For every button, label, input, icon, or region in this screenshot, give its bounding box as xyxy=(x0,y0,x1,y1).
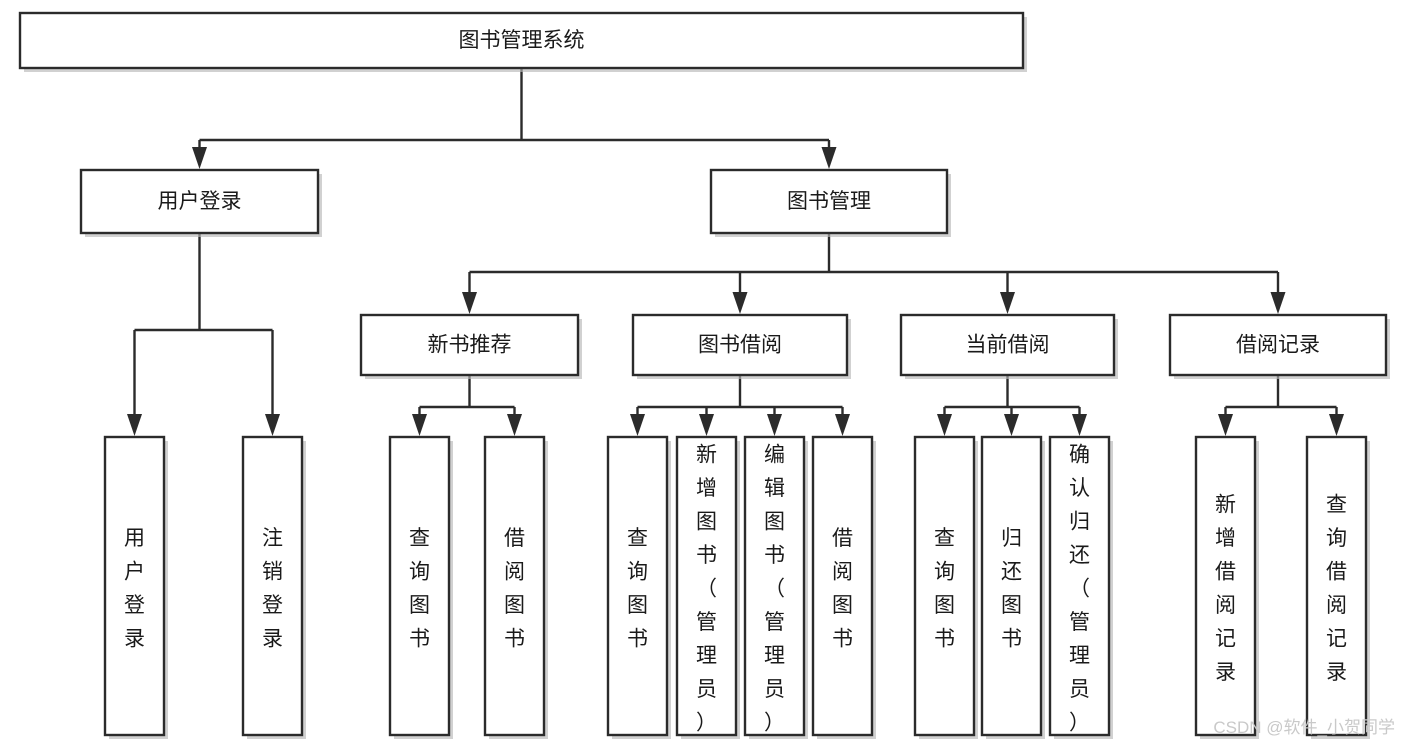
node-label: 图书借阅 xyxy=(698,334,782,357)
node-label: 查询图书 xyxy=(934,527,955,651)
node-label: 查询借阅记录 xyxy=(1326,494,1347,685)
node-box[interactable] xyxy=(709,168,949,235)
arrow-head-leaf-user-logout xyxy=(265,414,280,436)
node-box[interactable] xyxy=(388,435,451,737)
arrow-head-leaf-edit-book xyxy=(767,414,782,436)
node-current-borrow[interactable]: 当前借阅 xyxy=(899,313,1118,379)
node-book-borrow[interactable]: 图书借阅 xyxy=(631,313,851,379)
arrow-head-user-login xyxy=(192,147,207,169)
node-box[interactable] xyxy=(1168,313,1388,377)
node-label: 查询图书 xyxy=(409,527,430,651)
node-leaf-query-book-2[interactable]: 查询图书 xyxy=(606,435,671,739)
csdn-watermark: CSDN @软件_小贺同学 xyxy=(1213,718,1395,737)
node-label: 用户登录 xyxy=(158,190,242,213)
arrow-head-leaf-add-record xyxy=(1218,414,1233,436)
node-box[interactable] xyxy=(675,435,738,737)
node-leaf-user-login[interactable]: 用户登录 xyxy=(103,435,168,739)
node-leaf-add-book[interactable]: 新增图书（管理员） xyxy=(675,435,740,739)
node-leaf-borrow-book-2[interactable]: 借阅图书 xyxy=(811,435,876,739)
node-new-book-rec[interactable]: 新书推荐 xyxy=(359,313,582,379)
node-book-manage[interactable]: 图书管理 xyxy=(709,168,951,237)
node-box[interactable] xyxy=(631,313,849,377)
node-box[interactable] xyxy=(606,435,669,737)
node-label: 图书管理系统 xyxy=(459,29,585,52)
node-layer: 图书管理系统用户登录图书管理新书推荐图书借阅当前借阅借阅记录用户登录注销登录查询… xyxy=(18,11,1390,739)
node-borrow-record[interactable]: 借阅记录 xyxy=(1168,313,1390,379)
node-label: 新增图书（管理员） xyxy=(696,443,717,734)
node-label: 编辑图书（管理员） xyxy=(764,443,785,734)
node-user-login[interactable]: 用户登录 xyxy=(79,168,322,237)
node-box[interactable] xyxy=(1194,435,1257,737)
node-box[interactable] xyxy=(1305,435,1368,737)
node-label: 查询图书 xyxy=(627,527,648,651)
arrow-head-leaf-query-record xyxy=(1329,414,1344,436)
node-leaf-return-book[interactable]: 归还图书 xyxy=(980,435,1045,739)
node-label: 借阅图书 xyxy=(832,527,853,651)
arrow-head-leaf-borrow-book-2 xyxy=(835,414,850,436)
node-box[interactable] xyxy=(483,435,546,737)
node-box[interactable] xyxy=(241,435,304,737)
node-box[interactable] xyxy=(811,435,874,737)
node-label: 用户登录 xyxy=(124,527,145,651)
arrow-head-current-borrow xyxy=(1000,292,1015,314)
arrow-head-leaf-return-book xyxy=(1004,414,1019,436)
arrow-head-borrow-record xyxy=(1270,292,1286,314)
arrow-head-leaf-confirm-return xyxy=(1072,414,1087,436)
node-label: 借阅图书 xyxy=(504,527,525,651)
node-root[interactable]: 图书管理系统 xyxy=(18,11,1027,72)
arrow-head-leaf-query-book-3 xyxy=(937,414,952,436)
node-box[interactable] xyxy=(103,435,166,737)
arrow-head-leaf-query-book-2 xyxy=(630,414,645,436)
node-box[interactable] xyxy=(18,11,1025,70)
node-leaf-edit-book[interactable]: 编辑图书（管理员） xyxy=(743,435,808,739)
node-label: 注销登录 xyxy=(262,527,283,651)
node-box[interactable] xyxy=(743,435,806,737)
node-leaf-borrow-book-1[interactable]: 借阅图书 xyxy=(483,435,548,739)
node-box[interactable] xyxy=(79,168,320,235)
arrow-head-book-borrow xyxy=(732,292,748,314)
node-leaf-query-book-3[interactable]: 查询图书 xyxy=(913,435,978,739)
node-leaf-query-record[interactable]: 查询借阅记录 xyxy=(1305,435,1370,739)
node-leaf-query-book-1[interactable]: 查询图书 xyxy=(388,435,453,739)
arrow-head-new-book-rec xyxy=(462,292,477,314)
arrow-head-leaf-user-login xyxy=(127,414,142,436)
node-label: 当前借阅 xyxy=(966,334,1050,357)
node-leaf-add-record[interactable]: 新增借阅记录 xyxy=(1194,435,1259,739)
node-label: 归还图书 xyxy=(1001,527,1022,651)
node-box[interactable] xyxy=(1048,435,1111,737)
arrow-head-leaf-add-book xyxy=(699,414,714,436)
arrow-head-leaf-query-book-1 xyxy=(412,414,427,436)
node-label: 新书推荐 xyxy=(428,334,512,357)
node-box[interactable] xyxy=(913,435,976,737)
node-label: 确认归还（管理员） xyxy=(1069,443,1090,734)
connector-layer xyxy=(127,68,1344,436)
node-box[interactable] xyxy=(980,435,1043,737)
arrow-head-book-manage xyxy=(821,147,837,169)
node-label: 新增借阅记录 xyxy=(1215,494,1236,685)
node-box[interactable] xyxy=(899,313,1116,377)
arrow-head-leaf-borrow-book-1 xyxy=(507,414,522,436)
node-label: 图书管理 xyxy=(787,190,871,213)
node-leaf-user-logout[interactable]: 注销登录 xyxy=(241,435,306,739)
node-leaf-confirm-return[interactable]: 确认归还（管理员） xyxy=(1048,435,1113,739)
node-label: 借阅记录 xyxy=(1236,334,1320,357)
node-box[interactable] xyxy=(359,313,580,377)
